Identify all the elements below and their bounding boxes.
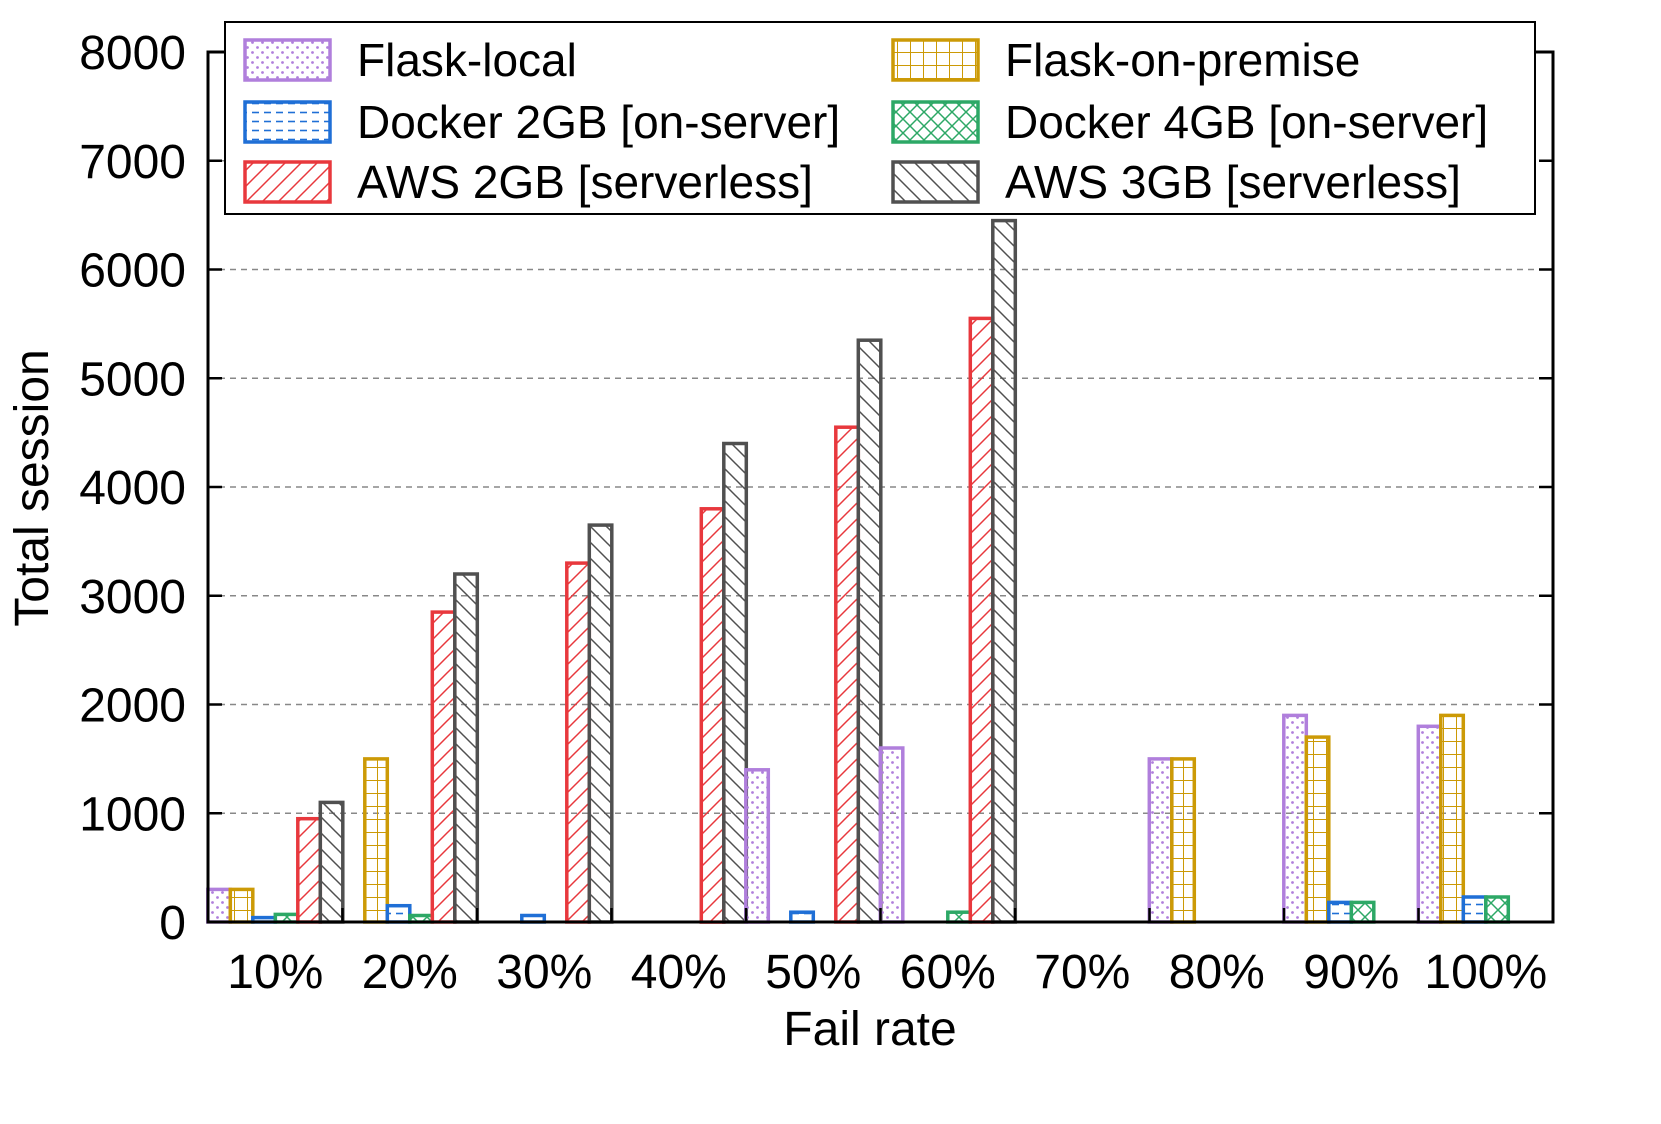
legend-swatch	[243, 160, 332, 204]
x-tick-label: 30%	[496, 946, 592, 999]
bar	[430, 610, 457, 924]
bar	[1349, 900, 1376, 924]
x-tick-label: 80%	[1169, 946, 1265, 999]
bar	[206, 887, 233, 924]
legend-swatch	[891, 100, 980, 144]
y-tick-label: 0	[159, 897, 186, 950]
bar	[363, 757, 390, 924]
y-tick-label: 7000	[79, 136, 186, 189]
y-tick-label: 4000	[79, 462, 186, 515]
legend-label: Docker 4GB [on-server]	[1005, 96, 1488, 148]
legend-swatch	[891, 160, 980, 204]
bars	[206, 218, 1511, 924]
y-axis-title: Total session	[6, 349, 59, 626]
bar	[856, 338, 883, 924]
y-tick-label: 5000	[79, 353, 186, 406]
y-tick-label: 8000	[79, 27, 186, 80]
bar	[228, 887, 255, 924]
bar	[296, 816, 323, 924]
bar	[318, 800, 345, 924]
bar	[565, 561, 592, 924]
y-tick-label: 1000	[79, 788, 186, 841]
legend-label: AWS 2GB [serverless]	[357, 156, 813, 208]
bar	[453, 572, 480, 924]
bar	[1327, 900, 1354, 924]
x-tick-label: 70%	[1034, 946, 1130, 999]
x-tick-label: 40%	[631, 946, 727, 999]
legend-swatch	[243, 100, 332, 144]
bar	[1439, 713, 1466, 924]
bar	[1304, 735, 1331, 924]
legend-label: Flask-local	[357, 34, 577, 86]
legend-box	[224, 21, 1536, 215]
bar	[1170, 757, 1197, 924]
legend-swatch	[891, 38, 980, 82]
bar	[991, 218, 1018, 924]
bar	[722, 441, 749, 924]
x-tick-label: 60%	[900, 946, 996, 999]
legend-label: AWS 3GB [serverless]	[1005, 156, 1461, 208]
bar	[385, 903, 412, 924]
x-tick-label: 50%	[765, 946, 861, 999]
legend-label: Docker 2GB [on-server]	[357, 96, 840, 148]
bar	[834, 425, 861, 924]
y-tick-label: 3000	[79, 571, 186, 624]
axes: 10% 20% 30% 40% 50% 60% 70% 80% 90% 100% 0 1000 2000…	[79, 27, 1555, 999]
bar	[878, 746, 905, 924]
y-tick-label: 2000	[79, 680, 186, 733]
x-tick-label: 100%	[1424, 946, 1547, 999]
x-tick-label: 90%	[1303, 946, 1399, 999]
bar	[1484, 895, 1511, 924]
legend-swatch	[243, 38, 332, 82]
y-tick-label: 6000	[79, 245, 186, 298]
x-tick-label: 10%	[227, 946, 323, 999]
bar	[1416, 724, 1443, 924]
bar	[1147, 757, 1174, 924]
legend-label: Flask-on-premise	[1005, 34, 1360, 86]
bar	[587, 523, 614, 924]
bar	[1282, 713, 1309, 924]
x-axis-title: Fail rate	[783, 1003, 956, 1056]
bar	[1461, 895, 1488, 924]
bar	[968, 316, 995, 924]
x-tick-label: 20%	[362, 946, 458, 999]
bar	[699, 507, 726, 924]
bar	[744, 768, 771, 924]
